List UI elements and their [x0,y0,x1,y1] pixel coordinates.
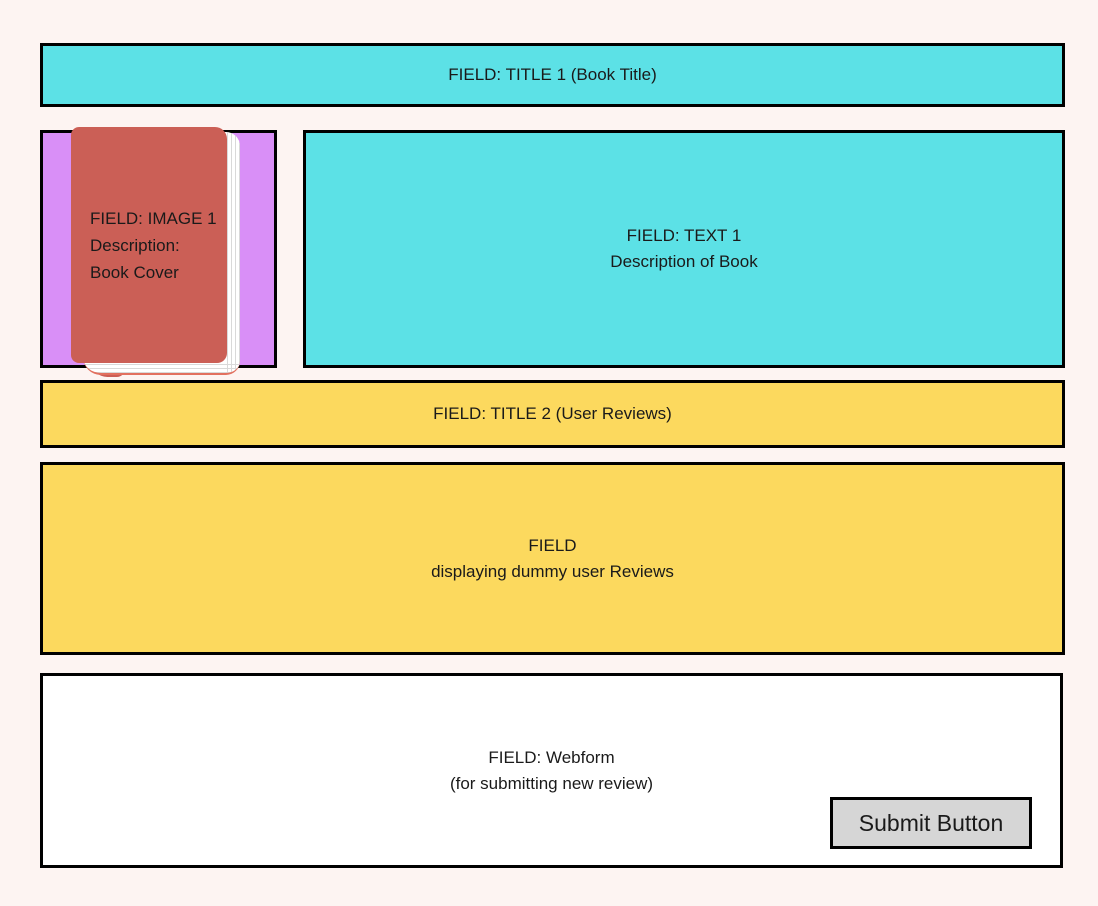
book-description-label: FIELD: TEXT 1 Description of Book [610,223,757,275]
reviews-display-line2: displaying dummy user Reviews [431,561,674,581]
book-title-field: FIELD: TITLE 1 (Book Title) [40,43,1065,107]
book-illustration: FIELD: IMAGE 1 Description: Book Cover [71,127,240,377]
book-cover-image-field: FIELD: IMAGE 1 Description: Book Cover [40,127,277,377]
reviews-title-label: FIELD: TITLE 2 (User Reviews) [433,404,672,423]
submit-button[interactable]: Submit Button [830,797,1032,849]
book-description-field: FIELD: TEXT 1 Description of Book [303,130,1065,368]
book-title-label: FIELD: TITLE 1 (Book Title) [448,65,657,84]
webform-line1: FIELD: Webform [488,747,615,767]
reviews-display-label: FIELD displaying dummy user Reviews [431,533,674,585]
book-description-line2: Description of Book [610,252,758,271]
webform-field: FIELD: Webform (for submitting new revie… [40,673,1063,868]
reviews-display-field: FIELD displaying dummy user Reviews [40,462,1065,655]
book-description-line1: FIELD: TEXT 1 [626,226,742,245]
reviews-title-field: FIELD: TITLE 2 (User Reviews) [40,380,1065,448]
image-field-label-line1: FIELD: IMAGE 1 [90,208,217,228]
image-field-label-line2: Description: Book Cover [90,235,180,282]
book-front-cover: FIELD: IMAGE 1 Description: Book Cover [71,127,227,363]
reviews-display-line1: FIELD [528,535,577,555]
webform-line2: (for submitting new review) [449,773,654,793]
image-field-label: FIELD: IMAGE 1 Description: Book Cover [71,205,221,286]
webform-label: FIELD: Webform (for submitting new revie… [450,745,653,797]
